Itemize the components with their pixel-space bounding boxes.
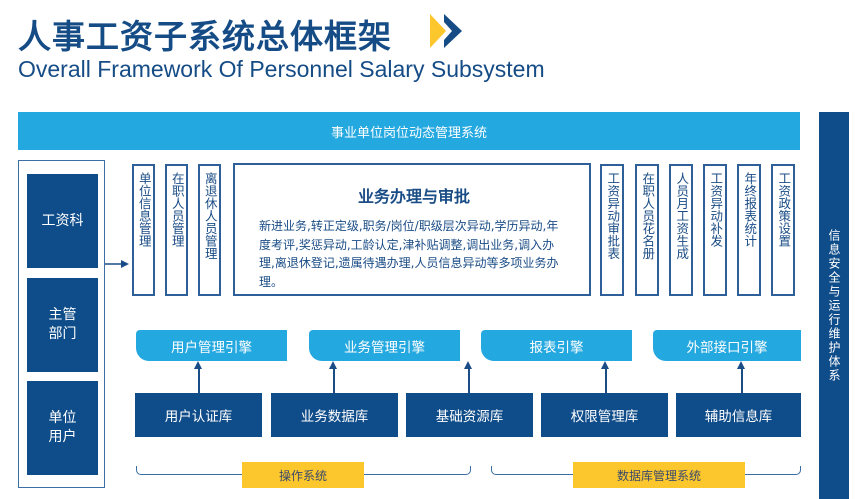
db-base-resource: 基础资源库 xyxy=(406,393,533,437)
user-salary-dept: 工资科 xyxy=(27,174,98,268)
arrow-up-icon xyxy=(465,361,471,393)
module-staff: 在职人员管理 xyxy=(165,164,188,296)
db-business-data: 业务数据库 xyxy=(271,393,398,437)
page-title: 人事工资子系统总体框架 xyxy=(18,17,392,56)
engine-user-mgmt: 用户管理引擎 xyxy=(136,330,287,361)
engine-business-mgmt: 业务管理引擎 xyxy=(309,330,460,361)
engine-report: 报表引擎 xyxy=(481,330,632,361)
module-unit-info: 单位信息管理 xyxy=(132,164,155,296)
engine-external-interface: 外部接口引擎 xyxy=(653,330,801,361)
module-salary-change-approval: 工资异动审批表 xyxy=(600,164,624,296)
business-approval-desc: 新进业务,转正定级,职务/岗位/职级层次异动,学历异动,年度考评,奖惩异动,工龄… xyxy=(259,219,559,289)
os-label: 操作系统 xyxy=(242,462,364,488)
db-auxiliary-info: 辅助信息库 xyxy=(676,393,801,437)
module-annual-report: 年终报表统计 xyxy=(737,164,761,296)
business-approval-box: 业务办理与审批 新进业务,转正定级,职务/岗位/职级层次异动,学历异动,年度考评… xyxy=(233,163,591,296)
arrow-up-icon xyxy=(738,361,744,393)
user-unit: 单位 用户 xyxy=(27,381,98,475)
security-ops-bar: 信息安全与运行维护体系 xyxy=(819,112,849,499)
double-chevron-icon xyxy=(430,14,462,48)
arrow-right-icon xyxy=(105,260,129,268)
arrow-up-icon xyxy=(330,361,336,393)
arrow-up-icon xyxy=(195,361,201,393)
module-monthly-salary: 人员月工资生成 xyxy=(669,164,693,296)
dbms-label: 数据库管理系统 xyxy=(573,462,745,488)
arrow-up-icon xyxy=(602,361,608,393)
db-permission: 权限管理库 xyxy=(541,393,668,437)
module-salary-backpay: 工资异动补发 xyxy=(703,164,727,296)
db-user-auth: 用户认证库 xyxy=(135,393,262,437)
user-group: 工资科 主管 部门 单位 用户 xyxy=(18,160,105,488)
module-staff-roster: 在职人员花名册 xyxy=(635,164,659,296)
module-retired: 离退休人员管理 xyxy=(198,164,221,296)
user-supervisor-dept: 主管 部门 xyxy=(27,278,98,372)
business-approval-title: 业务办理与审批 xyxy=(357,187,470,206)
top-system-bar: 事业单位岗位动态管理系统 xyxy=(18,112,800,150)
page-subtitle: Overall Framework Of Personnel Salary Su… xyxy=(18,56,545,82)
module-salary-policy: 工资政策设置 xyxy=(771,164,795,296)
